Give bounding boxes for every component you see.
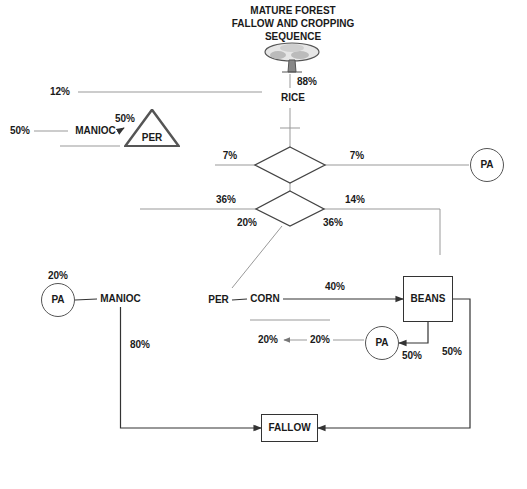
node-text: PA bbox=[480, 159, 493, 171]
percent-label: 80% bbox=[129, 339, 151, 351]
crop-label: RICE bbox=[278, 90, 308, 106]
flow-arrow bbox=[75, 299, 97, 300]
crop-label: MANIOC bbox=[72, 123, 119, 139]
percent-label: 20% bbox=[236, 217, 258, 229]
percent-label: 88% bbox=[296, 76, 318, 88]
node-text: RICE bbox=[281, 92, 305, 104]
percent-label: 20% bbox=[257, 334, 279, 346]
percent-label: 20% bbox=[309, 334, 331, 346]
flow-arrow bbox=[119, 128, 124, 131]
percent-label: 50% bbox=[401, 350, 423, 362]
tree-icon bbox=[265, 43, 319, 72]
decision-diamond bbox=[256, 191, 324, 226]
percent-label: 20% bbox=[47, 270, 69, 282]
decision-diamond bbox=[255, 147, 325, 183]
node-text: FALLOW bbox=[268, 422, 310, 434]
fallow-box: FALLOW bbox=[261, 414, 318, 442]
percent-label: 7% bbox=[349, 150, 365, 162]
percent-label: 14% bbox=[344, 194, 366, 206]
pasture-circle: PA bbox=[365, 326, 399, 360]
percent-label: 7% bbox=[222, 150, 238, 162]
perennial-label: PER bbox=[205, 292, 232, 308]
node-text: MANIOC bbox=[75, 125, 116, 137]
percent-label: 36% bbox=[215, 194, 237, 206]
crop-label: CORN bbox=[247, 291, 283, 307]
node-text: PER bbox=[208, 294, 229, 306]
node-text: CORN bbox=[250, 293, 279, 305]
node-text: PA bbox=[375, 337, 388, 349]
node-text: PA bbox=[51, 294, 64, 306]
crop-label: MANIOC bbox=[97, 291, 144, 307]
diagram-title: MATURE FOREST FALLOW AND CROPPING SEQUEN… bbox=[229, 4, 357, 43]
node-text: PER bbox=[142, 132, 163, 144]
percent-label: 50% bbox=[114, 113, 136, 125]
percent-label: 50% bbox=[441, 346, 463, 358]
pasture-circle: PA bbox=[470, 148, 504, 182]
pasture-circle: PA bbox=[41, 283, 75, 317]
percent-label: 36% bbox=[322, 217, 344, 229]
percent-label: 50% bbox=[9, 125, 31, 137]
flow-arrow bbox=[121, 307, 262, 428]
flow-arrow bbox=[232, 299, 247, 300]
node-text: MANIOC bbox=[100, 293, 141, 305]
percent-label: 40% bbox=[324, 281, 346, 293]
node-text: BEANS bbox=[410, 293, 445, 305]
flow-arrow bbox=[399, 322, 428, 343]
percent-label: 12% bbox=[49, 86, 71, 98]
flow-arrow bbox=[283, 298, 403, 299]
flow-lines bbox=[34, 74, 469, 340]
crop-box: BEANS bbox=[403, 276, 453, 322]
